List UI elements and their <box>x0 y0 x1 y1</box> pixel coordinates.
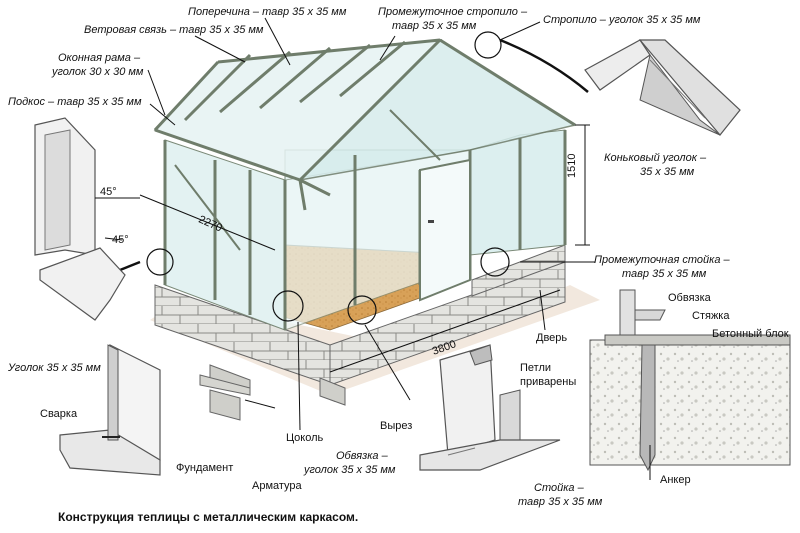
label-cutout: Вырез <box>380 420 413 432</box>
label-foundation: Фундамент <box>176 462 234 474</box>
door <box>419 158 471 302</box>
label-intermediate-rafter-1: Промежуточное стропило – <box>378 6 528 18</box>
detail-ridge <box>584 39 741 136</box>
label-anchor: Анкер <box>660 474 691 486</box>
label-hinges-2: приварены <box>520 376 577 388</box>
label-tie: Стяжка <box>692 310 730 322</box>
label-wind-brace: Ветровая связь – тавр 35 х 35 мм <box>84 24 264 36</box>
label-binding-angle-1: Обвязка – <box>336 450 388 462</box>
figure-caption: Конструкция теплицы с металлическим карк… <box>58 510 359 524</box>
label-door: Дверь <box>536 332 568 344</box>
dimension-height: 1510 <box>566 153 578 178</box>
label-ridge-2: 35 х 35 мм <box>640 166 695 178</box>
detail-corner-weld <box>59 344 161 476</box>
label-strut: Подкос – тавр 35 х 35 мм <box>8 96 142 108</box>
height-dimension <box>575 124 590 246</box>
label-window-frame-2: уголок 30 х 30 мм <box>52 66 144 78</box>
label-binding-angle-2: уголок 35 х 35 мм <box>304 464 396 476</box>
label-intermediate-rafter-2: тавр 35 х 35 мм <box>392 20 477 32</box>
label-post-2: тавр 35 х 35 мм <box>518 496 603 508</box>
detail-post <box>419 344 561 471</box>
detail-anchor <box>589 289 791 480</box>
label-intermediate-post-2: тавр 35 х 35 мм <box>622 268 707 280</box>
label-concrete-block: Бетонный блок <box>712 328 789 340</box>
dimension-angle-2: 45° <box>112 234 129 246</box>
label-plinth: Цоколь <box>286 432 324 444</box>
label-rafter: Стропило – уголок 35 х 35 мм <box>543 14 701 26</box>
leader-lines <box>119 17 595 431</box>
plinth <box>154 244 566 406</box>
label-angle: Уголок 35 х 35 мм <box>8 362 101 374</box>
label-intermediate-post-1: Промежуточная стойка – <box>594 254 730 266</box>
label-window-frame-1: Оконная рама – <box>58 52 141 64</box>
label-ridge-1: Коньковый уголок – <box>604 152 707 164</box>
detail-window-frame <box>34 117 140 321</box>
dimension-angle-1: 45° <box>100 186 117 198</box>
detail-markers <box>146 31 510 325</box>
label-weld: Сварка <box>40 408 78 420</box>
label-post-1: Стойка – <box>534 482 584 494</box>
length-dimension <box>329 289 561 373</box>
label-binding: Обвязка <box>668 292 711 304</box>
label-hinges-1: Петли <box>520 362 552 374</box>
detail-foundation <box>199 374 276 421</box>
right-gable <box>469 129 566 256</box>
label-rebar: Арматура <box>252 480 302 492</box>
label-crossbar: Поперечина – тавр 35 х 35 мм <box>188 6 347 18</box>
width-dimension <box>139 194 276 251</box>
